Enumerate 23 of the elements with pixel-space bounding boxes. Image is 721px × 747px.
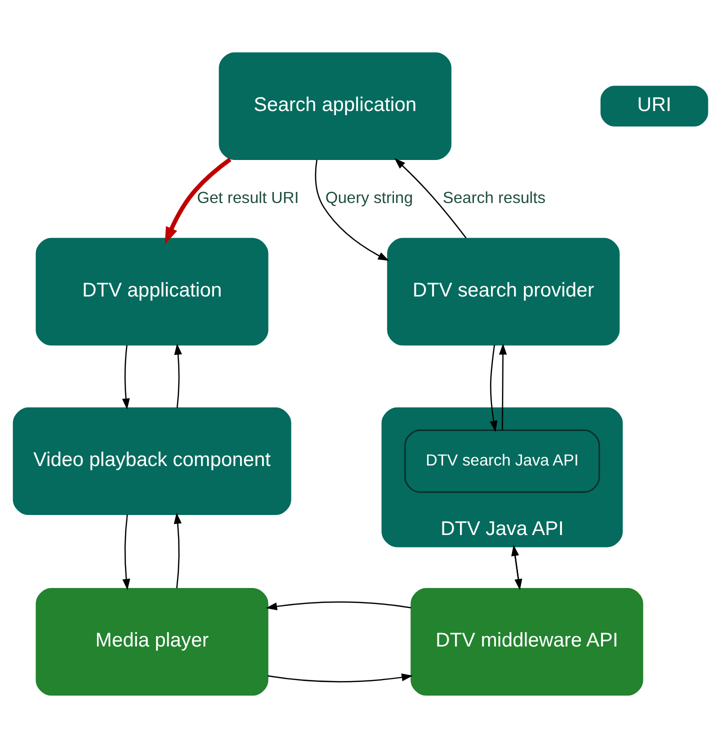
node-box: Search application [218, 52, 452, 160]
edge-label: Get result URI [196, 188, 299, 207]
arrow [174, 512, 182, 588]
arrow [314, 159, 390, 260]
arrow [164, 157, 232, 244]
arrow [511, 544, 520, 588]
arrow [499, 342, 507, 430]
arrow [122, 344, 130, 410]
arrow [266, 600, 412, 610]
edge-label: Query string [325, 188, 413, 207]
node-box: Video playback component [12, 406, 292, 515]
node-box: DTV application [36, 237, 268, 346]
arrow [122, 514, 130, 590]
node-box: DTV search Java API [404, 429, 600, 492]
edge-label: Search results [442, 188, 546, 207]
node-box: DTV middleware API [410, 588, 644, 696]
arrow [394, 158, 467, 238]
arrow [174, 342, 182, 408]
node-box: Media player [36, 588, 268, 696]
node-box: DTV search provider [387, 237, 620, 346]
arrow [490, 344, 498, 432]
arrow [268, 672, 413, 682]
node-box: URI [600, 85, 708, 126]
